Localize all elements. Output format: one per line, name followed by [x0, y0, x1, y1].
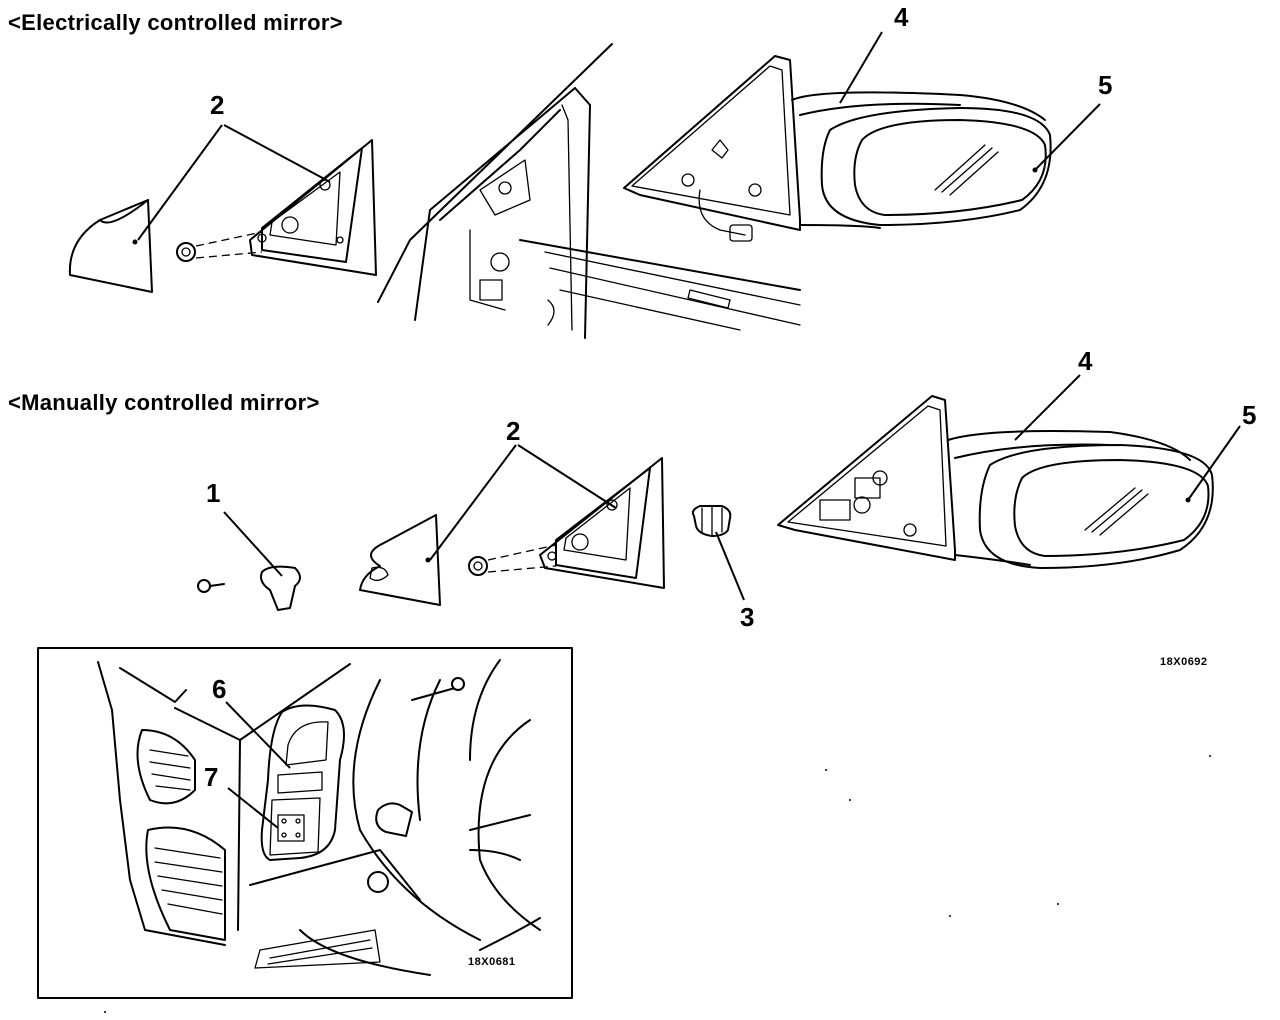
manual-grommet [691, 505, 732, 537]
figure-code-inset: 18X0681 [468, 956, 516, 968]
callout-1-manual: 1 [206, 478, 221, 508]
callout-4-manual: 4 [1078, 346, 1093, 376]
electric-mount-bracket [249, 139, 377, 276]
callout-5-manual: 5 [1242, 400, 1257, 430]
figure-code-main: 18X0692 [1160, 656, 1208, 668]
manual-cover-triangle [359, 514, 441, 606]
inset-dashboard [97, 659, 541, 976]
callout-5-electric: 5 [1098, 70, 1113, 100]
electric-mirror-housing [623, 55, 1046, 242]
callout-2-manual: 2 [506, 416, 521, 446]
electric-cover-triangle [68, 199, 153, 293]
door-frame [377, 43, 801, 339]
callout-7-inset: 7 [204, 762, 219, 792]
manual-nut [468, 556, 488, 576]
electric-mirror-heading: <Electrically controlled mirror> [8, 10, 343, 35]
callout-2-electric: 2 [210, 90, 225, 120]
manual-mirror-housing [777, 395, 1191, 566]
electric-mirror-glass [820, 107, 1052, 226]
inset-frame [37, 647, 573, 999]
manual-mount-bracket [539, 457, 665, 589]
manual-mirror-heading: <Manually controlled mirror> [8, 390, 320, 415]
manual-lever [260, 565, 301, 611]
callout-3-manual: 3 [740, 602, 755, 632]
callout-6-inset: 6 [212, 674, 227, 704]
electric-nut [176, 242, 196, 262]
manual-screw [197, 579, 225, 593]
manual-mirror-glass [978, 444, 1214, 569]
callout-4-electric: 4 [894, 2, 909, 32]
